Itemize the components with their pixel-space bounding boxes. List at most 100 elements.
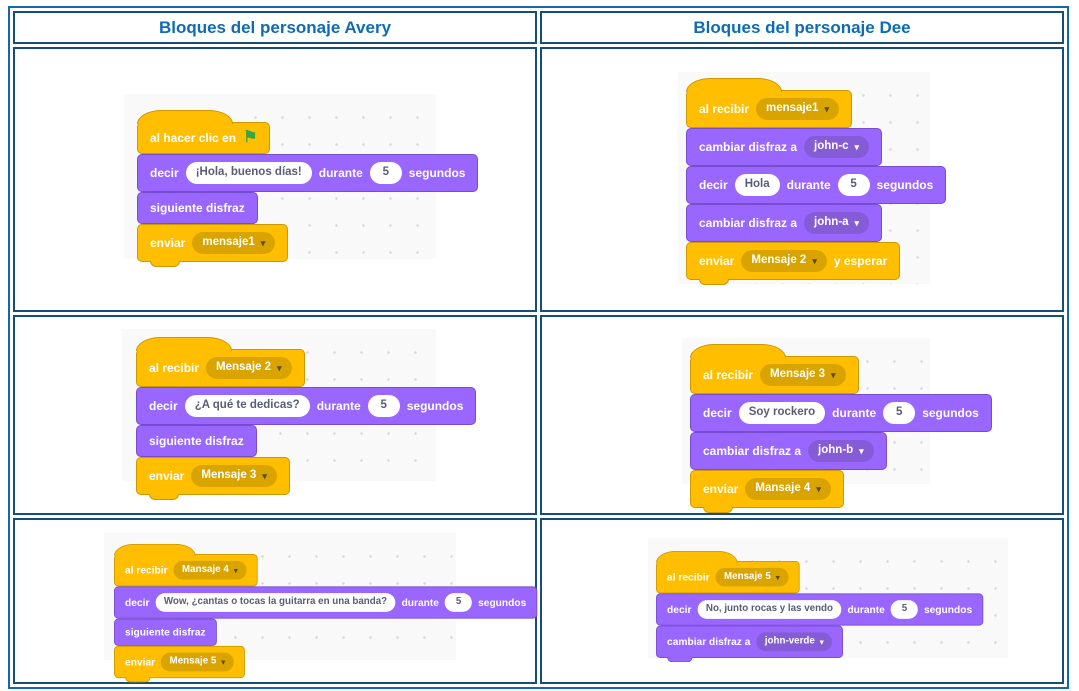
block-label: durante bbox=[318, 166, 363, 180]
block-next-costume[interactable]: siguiente disfraz bbox=[136, 425, 257, 457]
block-label: siguiente disfraz bbox=[150, 201, 245, 215]
costume-dropdown[interactable]: john-c ▾ bbox=[804, 136, 870, 158]
dropdown-arrow-icon: ▾ bbox=[775, 572, 780, 582]
block-say-for-seconds[interactable]: decir Soy rockero durante 5 segundos bbox=[690, 394, 992, 432]
block-broadcast[interactable]: enviar mensaje1 ▾ bbox=[137, 224, 289, 267]
block-broadcast[interactable]: enviar Mansaje 4 ▾ bbox=[690, 470, 844, 513]
block-when-received[interactable]: al recibir Mensaje 2 ▾ bbox=[136, 337, 305, 387]
block-label: decir bbox=[667, 603, 692, 616]
block-next-costume[interactable]: siguiente disfraz bbox=[137, 192, 258, 224]
dropdown-value: john-a bbox=[814, 216, 849, 229]
block-label: siguiente disfraz bbox=[149, 434, 244, 448]
message-dropdown[interactable]: Mensaje 5 ▾ bbox=[161, 652, 234, 672]
say-text-input[interactable]: ¡Hola, buenos días! bbox=[185, 162, 312, 184]
block-when-received[interactable]: al recibir Mensaje 3 ▾ bbox=[690, 344, 859, 394]
scratch-workspace: al recibir Mensaje 5 ▾ decir No, junto r… bbox=[648, 538, 1008, 663]
block-broadcast-and-wait[interactable]: enviar Mensaje 2 ▾ y esperar bbox=[686, 242, 901, 285]
seconds-input[interactable]: 5 bbox=[890, 600, 919, 619]
seconds-input[interactable]: 5 bbox=[369, 162, 402, 184]
block-label: enviar bbox=[699, 254, 735, 268]
block-broadcast[interactable]: enviar Mensaje 3 ▾ bbox=[136, 457, 290, 500]
cell-dee-1: al recibir mensaje1 ▾ cambiar disfraz a … bbox=[540, 47, 1064, 312]
block-label: al recibir bbox=[699, 102, 750, 116]
column-header-dee: Bloques del personaje Dee bbox=[540, 11, 1064, 44]
block-when-flag-clicked[interactable]: al hacer clic en ⚑ bbox=[137, 110, 271, 154]
say-text-input[interactable]: Hola bbox=[734, 174, 780, 196]
seconds-input[interactable]: 5 bbox=[367, 395, 400, 417]
costume-dropdown[interactable]: john-a ▾ bbox=[804, 212, 870, 234]
dropdown-value: Mansaje 4 bbox=[755, 482, 811, 495]
cell-dee-2: al recibir Mensaje 3 ▾ decir Soy rockero… bbox=[540, 315, 1064, 515]
block-say-for-seconds[interactable]: decir ¿A qué te dedicas? durante 5 segun… bbox=[136, 387, 477, 425]
costume-dropdown[interactable]: john-b ▾ bbox=[808, 440, 874, 462]
dropdown-arrow-icon: ▾ bbox=[262, 470, 267, 481]
block-switch-costume[interactable]: cambiar disfraz a john-b ▾ bbox=[690, 432, 887, 470]
block-label: durante bbox=[316, 399, 361, 413]
block-say-for-seconds[interactable]: decir ¡Hola, buenos días! durante 5 segu… bbox=[137, 154, 479, 192]
character-blocks-table: Bloques del personaje Avery Bloques del … bbox=[8, 6, 1069, 689]
say-text-input[interactable]: Wow, ¿cantas o tocas la guitarra en una … bbox=[155, 593, 396, 612]
dropdown-arrow-icon: ▾ bbox=[260, 237, 266, 248]
block-label: segundos bbox=[478, 596, 527, 609]
block-label: cambiar disfraz a bbox=[667, 635, 751, 648]
block-label: segundos bbox=[922, 406, 979, 420]
block-when-received[interactable]: al recibir mensaje1 ▾ bbox=[686, 78, 852, 128]
block-say-for-seconds[interactable]: decir Wow, ¿cantas o tocas la guitarra e… bbox=[114, 586, 538, 619]
block-when-received[interactable]: al recibir Mansaje 4 ▾ bbox=[114, 543, 258, 587]
block-label: cambiar disfraz a bbox=[703, 444, 802, 458]
message-dropdown[interactable]: Mensaje 3 ▾ bbox=[760, 364, 846, 386]
seconds-input[interactable]: 5 bbox=[837, 174, 870, 196]
message-dropdown[interactable]: Mensaje 5 ▾ bbox=[715, 568, 789, 587]
block-label: decir bbox=[150, 166, 179, 180]
message-dropdown[interactable]: Mansaje 4 ▾ bbox=[745, 478, 831, 500]
cell-avery-1: al hacer clic en ⚑ decir ¡Hola, buenos d… bbox=[13, 47, 537, 312]
block-label: enviar bbox=[150, 236, 186, 250]
block-say-for-seconds[interactable]: decir No, junto rocas y las vendo durant… bbox=[656, 593, 984, 626]
scratch-workspace: al recibir Mansaje 4 ▾ decir Wow, ¿canta… bbox=[104, 533, 538, 683]
dropdown-arrow-icon: ▾ bbox=[831, 369, 836, 380]
say-text-input[interactable]: ¿A qué te dedicas? bbox=[184, 395, 310, 417]
scratch-workspace: al recibir Mensaje 2 ▾ decir ¿A qué te d… bbox=[122, 329, 477, 500]
message-dropdown[interactable]: Mensaje 2 ▾ bbox=[741, 250, 827, 272]
dropdown-arrow-icon: ▾ bbox=[854, 217, 860, 228]
dropdown-value: Mensaje 2 bbox=[751, 254, 807, 267]
header-row: Bloques del personaje Avery Bloques del … bbox=[13, 11, 1064, 44]
message-dropdown[interactable]: mensaje1 ▾ bbox=[192, 232, 276, 254]
block-when-received[interactable]: al recibir Mensaje 5 ▾ bbox=[656, 550, 800, 594]
message-dropdown[interactable]: Mensaje 2 ▾ bbox=[206, 357, 292, 379]
say-text-input[interactable]: Soy rockero bbox=[738, 402, 826, 424]
seconds-input[interactable]: 5 bbox=[444, 593, 473, 612]
seconds-input[interactable]: 5 bbox=[883, 402, 916, 424]
dropdown-value: Mensaje 2 bbox=[216, 361, 272, 374]
say-text-input[interactable]: No, junto rocas y las vendo bbox=[697, 600, 842, 619]
block-stack: al hacer clic en ⚑ decir ¡Hola, buenos d… bbox=[137, 109, 479, 267]
block-label: enviar bbox=[125, 656, 156, 668]
costume-dropdown[interactable]: john-verde ▾ bbox=[756, 632, 833, 651]
block-label: al recibir bbox=[125, 564, 168, 577]
message-dropdown[interactable]: mensaje1 ▾ bbox=[756, 98, 839, 120]
block-label: durante bbox=[401, 596, 439, 609]
block-switch-costume[interactable]: cambiar disfraz a john-verde ▾ bbox=[656, 625, 844, 663]
green-flag-icon: ⚑ bbox=[243, 129, 258, 146]
block-label: al hacer clic en bbox=[150, 131, 237, 145]
dropdown-arrow-icon: ▾ bbox=[824, 103, 829, 114]
message-dropdown[interactable]: Mansaje 4 ▾ bbox=[173, 561, 247, 580]
block-say-for-seconds[interactable]: decir Hola durante 5 segundos bbox=[686, 166, 947, 204]
block-label: durante bbox=[786, 178, 831, 192]
message-dropdown[interactable]: Mensaje 3 ▾ bbox=[191, 465, 277, 487]
dropdown-value: Mensaje 5 bbox=[724, 571, 771, 582]
column-header-avery: Bloques del personaje Avery bbox=[13, 11, 537, 44]
block-broadcast[interactable]: enviar Mensaje 5 ▾ bbox=[114, 645, 245, 683]
block-label: segundos bbox=[923, 603, 973, 616]
dropdown-value: john-verde bbox=[764, 636, 815, 647]
block-next-costume[interactable]: siguiente disfraz bbox=[114, 618, 217, 646]
block-label: al recibir bbox=[667, 571, 710, 584]
block-stack: al recibir Mensaje 5 ▾ decir No, junto r… bbox=[656, 550, 984, 663]
block-label: segundos bbox=[408, 166, 466, 180]
block-label: decir bbox=[125, 596, 150, 609]
block-stack: al recibir Mensaje 2 ▾ decir ¿A qué te d… bbox=[136, 336, 477, 500]
block-switch-costume[interactable]: cambiar disfraz a john-a ▾ bbox=[686, 204, 883, 242]
table-row: al recibir Mansaje 4 ▾ decir Wow, ¿canta… bbox=[13, 518, 1064, 684]
block-switch-costume[interactable]: cambiar disfraz a john-c ▾ bbox=[686, 128, 883, 166]
block-label: cambiar disfraz a bbox=[699, 216, 798, 230]
